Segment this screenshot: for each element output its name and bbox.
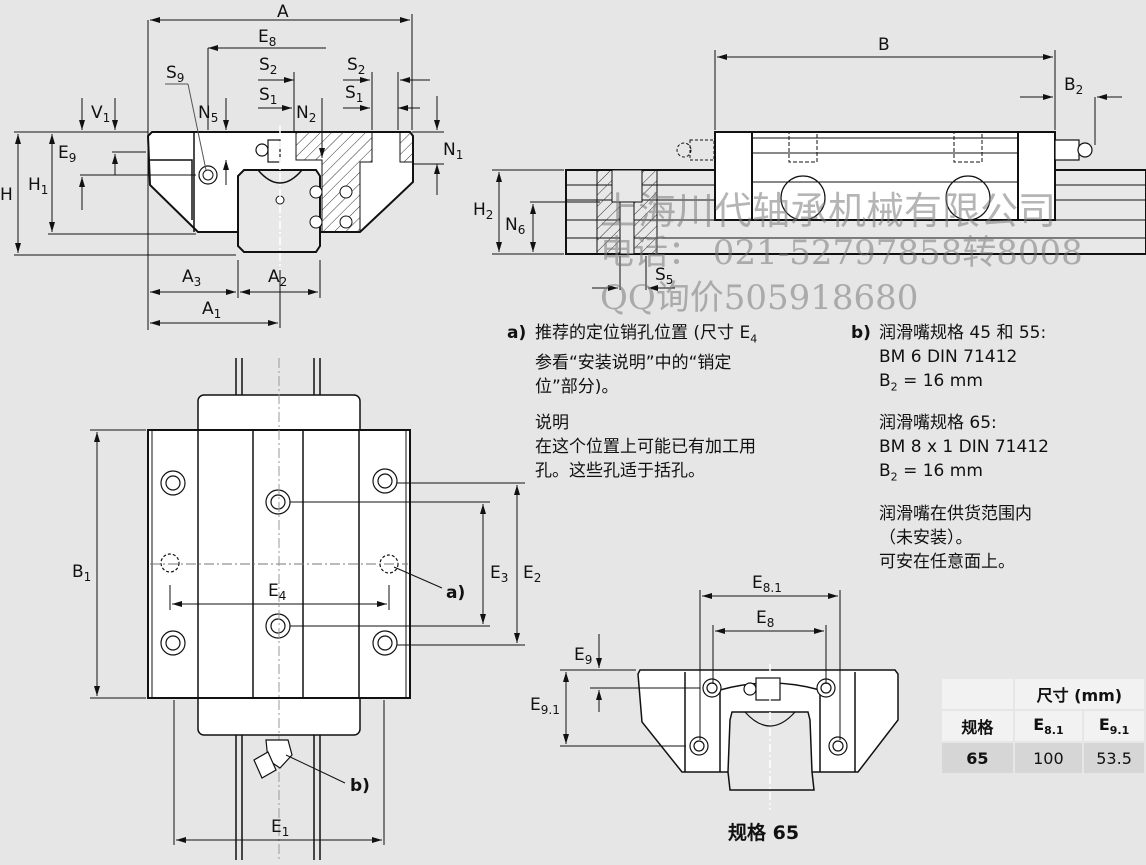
- table-col-e91: E9.1: [1082, 709, 1146, 743]
- dim-label-S9: S9: [166, 63, 184, 85]
- dim-label-N5: N5: [198, 103, 218, 125]
- callout-b: b): [350, 776, 370, 796]
- dim-label-B2: B2: [1064, 75, 1083, 97]
- table-header-group: 尺寸 (mm): [1012, 677, 1146, 711]
- note-b-tag: b): [851, 323, 871, 343]
- note-b-line7: 润滑嘴在供货范围内: [879, 503, 1032, 524]
- note-a-line4: 说明: [535, 413, 569, 434]
- note-a-line5: 在这个位置上可能已有加工用: [535, 437, 756, 458]
- note-b-line2: BM 6 DIN 71412: [879, 347, 1018, 367]
- note-b-line4: 润滑嘴规格 65:: [879, 413, 997, 434]
- dim-label-H1: H1: [28, 175, 48, 197]
- table-empty-cell: [940, 677, 1015, 711]
- note-b: b) 润滑嘴规格 45 和 55: BM 6 DIN 71412 B2 = 16…: [851, 321, 1146, 574]
- dim-label-A: A: [277, 2, 289, 22]
- dim-label-S5: S5: [655, 265, 673, 287]
- watermark-company: 上海川代轴承机械有限公司: [600, 189, 1057, 233]
- note-b-line9: 可安在任意面上。: [879, 551, 1015, 572]
- dim-label-S2-left: S2: [259, 55, 277, 77]
- dim-label-A2: A2: [268, 267, 287, 289]
- dim-label-E3: E3: [490, 563, 508, 585]
- hatched-section: [295, 131, 414, 233]
- note-b-line8: （未安装）。: [879, 527, 973, 548]
- dim-label-B: B: [878, 35, 890, 55]
- dim-label-E1: E1: [271, 817, 289, 839]
- front-view: A E8 S2 S1 S2 S1 S9 N5 N2 N1 V1 E9 H1 H …: [0, 2, 463, 330]
- dim-label-N2: N2: [296, 103, 316, 125]
- note-a-tag: a): [507, 323, 527, 343]
- dim-label-S1-left: S1: [259, 85, 277, 107]
- dim-label-E8: E8: [258, 27, 276, 49]
- watermark-phone: 电话： 021-52797858转8008: [600, 233, 1083, 273]
- mounting-holes: [160, 468, 399, 656]
- carriage-side: [714, 131, 1056, 221]
- table-col-size: 规格: [940, 709, 1015, 743]
- size65-caption: 规格 65: [728, 822, 800, 844]
- side-view: B B2 H2 N6 S5: [473, 35, 1146, 291]
- note-b-line1: 润滑嘴规格 45 和 55:: [879, 323, 1047, 343]
- table-row: 65 100 53.5: [940, 741, 1146, 775]
- watermark-qq: QQ询价505918680: [600, 278, 919, 318]
- dim-label-S1-right: S1: [345, 83, 363, 105]
- note-a-line3: 位”部分)。: [535, 377, 619, 398]
- dim-label-E9-1: E9.1: [530, 695, 560, 717]
- dim-label-N1: N1: [443, 140, 463, 162]
- dimension-table: 尺寸 (mm) 规格 E8.1 E9.1 65 100 53.5: [940, 677, 1146, 775]
- note-a-line6: 孔。这些孔适于括孔。: [535, 461, 705, 482]
- note-a: a) 推荐的定位销孔位置 (尺寸 E4 参看“安装说明”中的“销定 位”部分)。…: [507, 321, 827, 483]
- dim-label-E4: E4: [268, 581, 286, 603]
- table-cell-size: 65: [940, 741, 1015, 775]
- rail: [237, 169, 321, 253]
- dim-label-B1: B1: [72, 562, 91, 584]
- dim-label-S2-right: S2: [347, 55, 365, 77]
- callout-a: a): [446, 583, 465, 603]
- dim-label-V1: V1: [91, 103, 110, 125]
- note-b-line5: BM 8 x 1 DIN 71412: [879, 437, 1049, 458]
- lube-nipple: [253, 739, 293, 779]
- table-cell-e91: 53.5: [1082, 741, 1146, 775]
- dim-label-E9-size65: E9: [574, 645, 592, 667]
- size65-front-view: E8.1 E8 E9 E9.1: [530, 573, 899, 810]
- dim-label-H: H: [0, 185, 13, 205]
- dim-label-A3: A3: [182, 267, 201, 289]
- dim-label-E2: E2: [523, 563, 541, 585]
- dim-label-H2: H2: [473, 200, 493, 222]
- dim-label-E9: E9: [58, 143, 76, 165]
- note-a-line1: 推荐的定位销孔位置 (尺寸 E4: [535, 323, 758, 346]
- rail-size65: [727, 711, 815, 791]
- table-cell-e81: 100: [1012, 741, 1085, 775]
- note-a-line2: 参看“安装说明”中的“销定: [535, 353, 732, 374]
- note-b-line3: B2 = 16 mm: [879, 371, 983, 394]
- note-b-line6: B2 = 16 mm: [879, 461, 983, 484]
- dim-label-E8-size65: E8: [756, 608, 774, 630]
- top-view: B1 E4 E3 E2 E1 a) b): [72, 358, 541, 860]
- dim-label-A1: A1: [202, 299, 221, 321]
- dim-label-N6: N6: [505, 215, 525, 237]
- table-col-e81: E8.1: [1012, 709, 1085, 743]
- dim-label-E8-1: E8.1: [752, 573, 782, 595]
